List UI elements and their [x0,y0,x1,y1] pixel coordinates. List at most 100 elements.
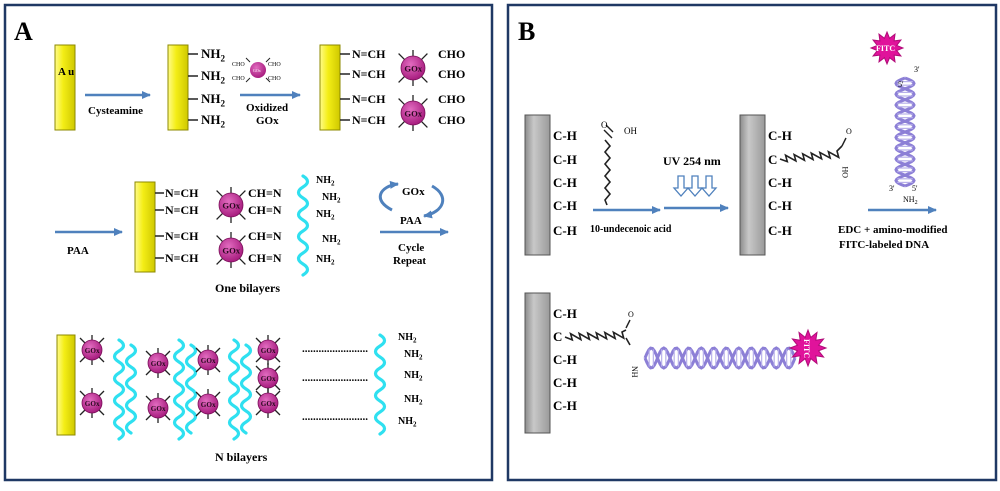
fitc-label-star [869,30,905,66]
caption-one-bilayer: One bilayers [215,281,280,295]
surface-ch: C-H [553,198,577,213]
gold-electrode-gox [319,44,341,131]
imine-label: N=CH [165,186,199,200]
acid-oh: OH [624,126,637,136]
dna-3prime-bottom: 3' [889,184,895,193]
dna-3prime-top: 3' [914,65,920,74]
chain2-o: O [846,127,852,136]
gox-text: GOx [151,405,166,413]
cho-label: CHO [438,113,465,127]
silicon-substrate-3 [524,292,551,434]
surface-ch: C-H [553,352,577,367]
imine-label: N=CH [165,229,199,243]
surface-ch: C-H [553,175,577,190]
gox-text: GOx [404,109,422,119]
cycle-gox: GOx [402,186,425,198]
gox-text: GOx [222,201,240,211]
surface-ch: C-H [553,306,577,321]
gox-text: GOx [201,357,216,365]
amine-label: NH2 [201,112,226,129]
cycle-repeat-icon: GOx PAA [378,180,445,227]
cycle-text-2: Repeat [393,255,426,267]
fitc-label-1: FITC [876,44,895,53]
gox-enzyme: GOx [255,335,281,365]
chain3-o: O [628,310,634,319]
paa-chain [227,338,241,441]
gox-enzyme: GOx [145,393,171,423]
surface-carbon: C [768,152,777,167]
acid-o: O [601,120,608,130]
imine-label: N=CH [352,113,386,127]
gold-electrode-amine [167,44,189,131]
hydrogen-terminated-surface: C-HC-HC-HC-HC-H [553,128,577,238]
gox-small-label: GOx [253,68,261,73]
cho-small-2: CHO [268,62,281,68]
paa-nh2: NH2 [398,332,417,345]
imine-label: N=CH [352,67,386,81]
gold-electrode-multilayer [56,334,76,436]
gold-electrode [54,44,76,131]
step-cysteamine: Cysteamine [88,105,143,117]
imine-label: N=CH [165,251,199,265]
gox-enzyme: GOx [398,95,428,131]
n-bilayer-assembly: GOxGOxGOxGOxGOxGOxGOxGOxGOxNH2NH2NH2NH2N… [79,332,423,441]
paa-chain-end [373,333,387,436]
imine-label: N=CH [165,203,199,217]
imine-label: N=CH [352,92,386,106]
alkyl-chain-2: OH O [779,127,852,178]
paa-nh2: NH2 [398,416,417,429]
paa-chain [172,338,186,441]
surface-ch: C-H [553,398,577,413]
paa-nh2: NH2 [404,370,423,383]
surface-ch: C-H [768,223,792,238]
panel-b-label: B [518,17,535,46]
panel-a-label: A [14,17,33,46]
cho-label: CHO [438,67,465,81]
dna-5prime-bottom: 5' [912,184,918,193]
panel-b: C-HC-HC-HC-HC-H OH O 10-undecenoic acid … [524,30,948,434]
imine-label: CH=N [248,186,282,200]
paa-chain [184,343,198,435]
paa-nh2: NH2 [404,349,423,362]
step-oxidized-1: Oxidized [246,102,288,114]
dna-strand [643,346,797,370]
imine-label: CH=N [248,229,282,243]
amine-label: NH2 [201,46,226,63]
edc-label-2: FITC-labeled DNA [839,239,929,251]
cho-small-4: CHO [268,76,281,82]
acid-functionalized-surface: C-HCC-HC-HC-H [768,128,792,238]
gox-enzyme: GOx [255,388,281,418]
dna-functionalized-surface: C-HCC-HC-HC-H [553,306,577,413]
chain3-nh: NH [630,366,639,378]
gox-text: GOx [85,347,100,355]
surface-ch: C-H [768,175,792,190]
surface-ch: C-H [553,128,577,143]
gold-electrode-bilayer [134,181,156,273]
gox-text: GOx [151,360,166,368]
gox-enzyme: GOx [195,345,221,375]
gox-text: GOx [261,375,276,383]
paa-nh2: NH2 [316,175,335,188]
paa-nh2: NH2 [404,394,423,407]
gox-text: GOx [261,347,276,355]
gox-enzyme: GOx [195,389,221,419]
paa-nh2: NH2 [322,234,341,247]
chain2-oh: OH [841,166,850,178]
gox-enzyme: GOx [398,50,428,86]
imine-label: N=CH [352,47,386,61]
continuation-dots: ........................ [302,372,368,384]
dna-double-helix-horizontal [643,346,797,370]
imine-label: CH=N [248,251,282,265]
acid-label: 10-undecenoic acid [590,224,672,235]
continuation-dots: ........................ [302,411,368,423]
fitc-label-star-2 [788,328,828,368]
continuation-dots: ........................ [302,343,368,355]
oxidized-gox-icon: GOx CHO CHO CHO CHO [232,57,281,83]
gox-enzyme: GOx [255,363,281,393]
cho-label: CHO [438,92,465,106]
cho-label: CHO [438,47,465,61]
